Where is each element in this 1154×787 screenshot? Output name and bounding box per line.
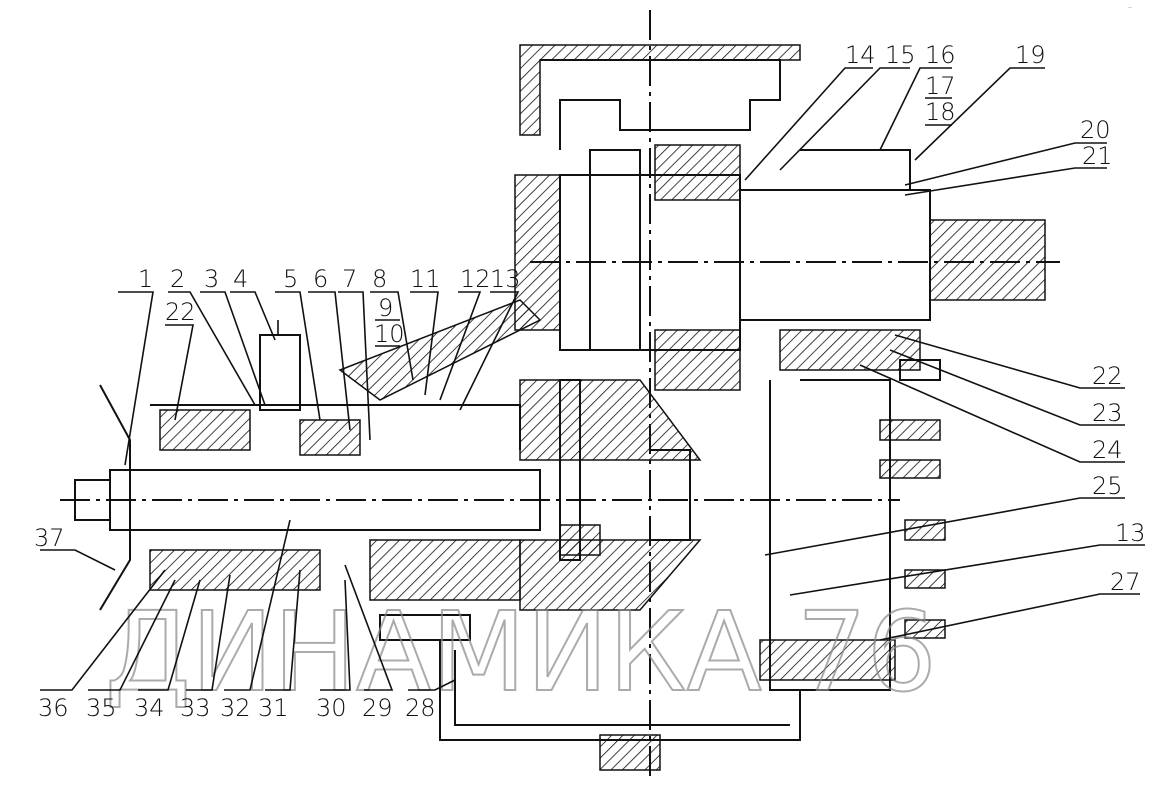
label-16: 16 xyxy=(925,41,956,69)
label-22-left: 22 xyxy=(165,298,196,326)
label-27: 27 xyxy=(1110,568,1141,596)
label-21: 21 xyxy=(1082,142,1113,170)
label-6: 6 xyxy=(313,265,328,293)
label-30: 30 xyxy=(316,694,347,722)
label-14: 14 xyxy=(845,41,876,69)
label-18: 18 xyxy=(925,98,956,126)
label-10: 10 xyxy=(374,320,405,348)
label-34: 34 xyxy=(134,694,165,722)
label-13-top: 13 xyxy=(490,265,521,293)
label-25: 25 xyxy=(1092,472,1123,500)
label-15: 15 xyxy=(885,41,916,69)
label-35: 35 xyxy=(86,694,117,722)
label-29: 29 xyxy=(362,694,393,722)
label-7: 7 xyxy=(342,265,357,293)
label-11: 11 xyxy=(410,265,441,293)
label-17: 17 xyxy=(925,72,956,100)
watermark: ДИНАМИКА 76 xyxy=(105,588,937,716)
label-24: 24 xyxy=(1092,436,1123,464)
label-33: 33 xyxy=(180,694,211,722)
label-4: 4 xyxy=(233,265,248,293)
corner-mark: .. xyxy=(1128,3,1132,10)
label-19: 19 xyxy=(1015,41,1046,69)
label-8: 8 xyxy=(372,265,387,293)
label-13-right: 13 xyxy=(1115,519,1146,547)
gearbox-housing xyxy=(60,10,1060,780)
label-36: 36 xyxy=(38,694,69,722)
label-2: 2 xyxy=(170,265,185,293)
label-5: 5 xyxy=(283,265,298,293)
label-23: 23 xyxy=(1092,399,1123,427)
label-31: 31 xyxy=(258,694,289,722)
label-22-right: 22 xyxy=(1092,362,1123,390)
label-3: 3 xyxy=(204,265,219,293)
label-37: 37 xyxy=(34,524,65,552)
label-20: 20 xyxy=(1080,116,1111,144)
label-32: 32 xyxy=(220,694,251,722)
label-28: 28 xyxy=(405,694,436,722)
label-9: 9 xyxy=(378,294,393,322)
label-1: 1 xyxy=(138,265,153,293)
part-labels: 1 2 3 4 5 6 7 8 9 10 11 12 13 22 14 15 1… xyxy=(34,41,1146,722)
label-12: 12 xyxy=(460,265,491,293)
leader-lines xyxy=(40,67,1145,691)
